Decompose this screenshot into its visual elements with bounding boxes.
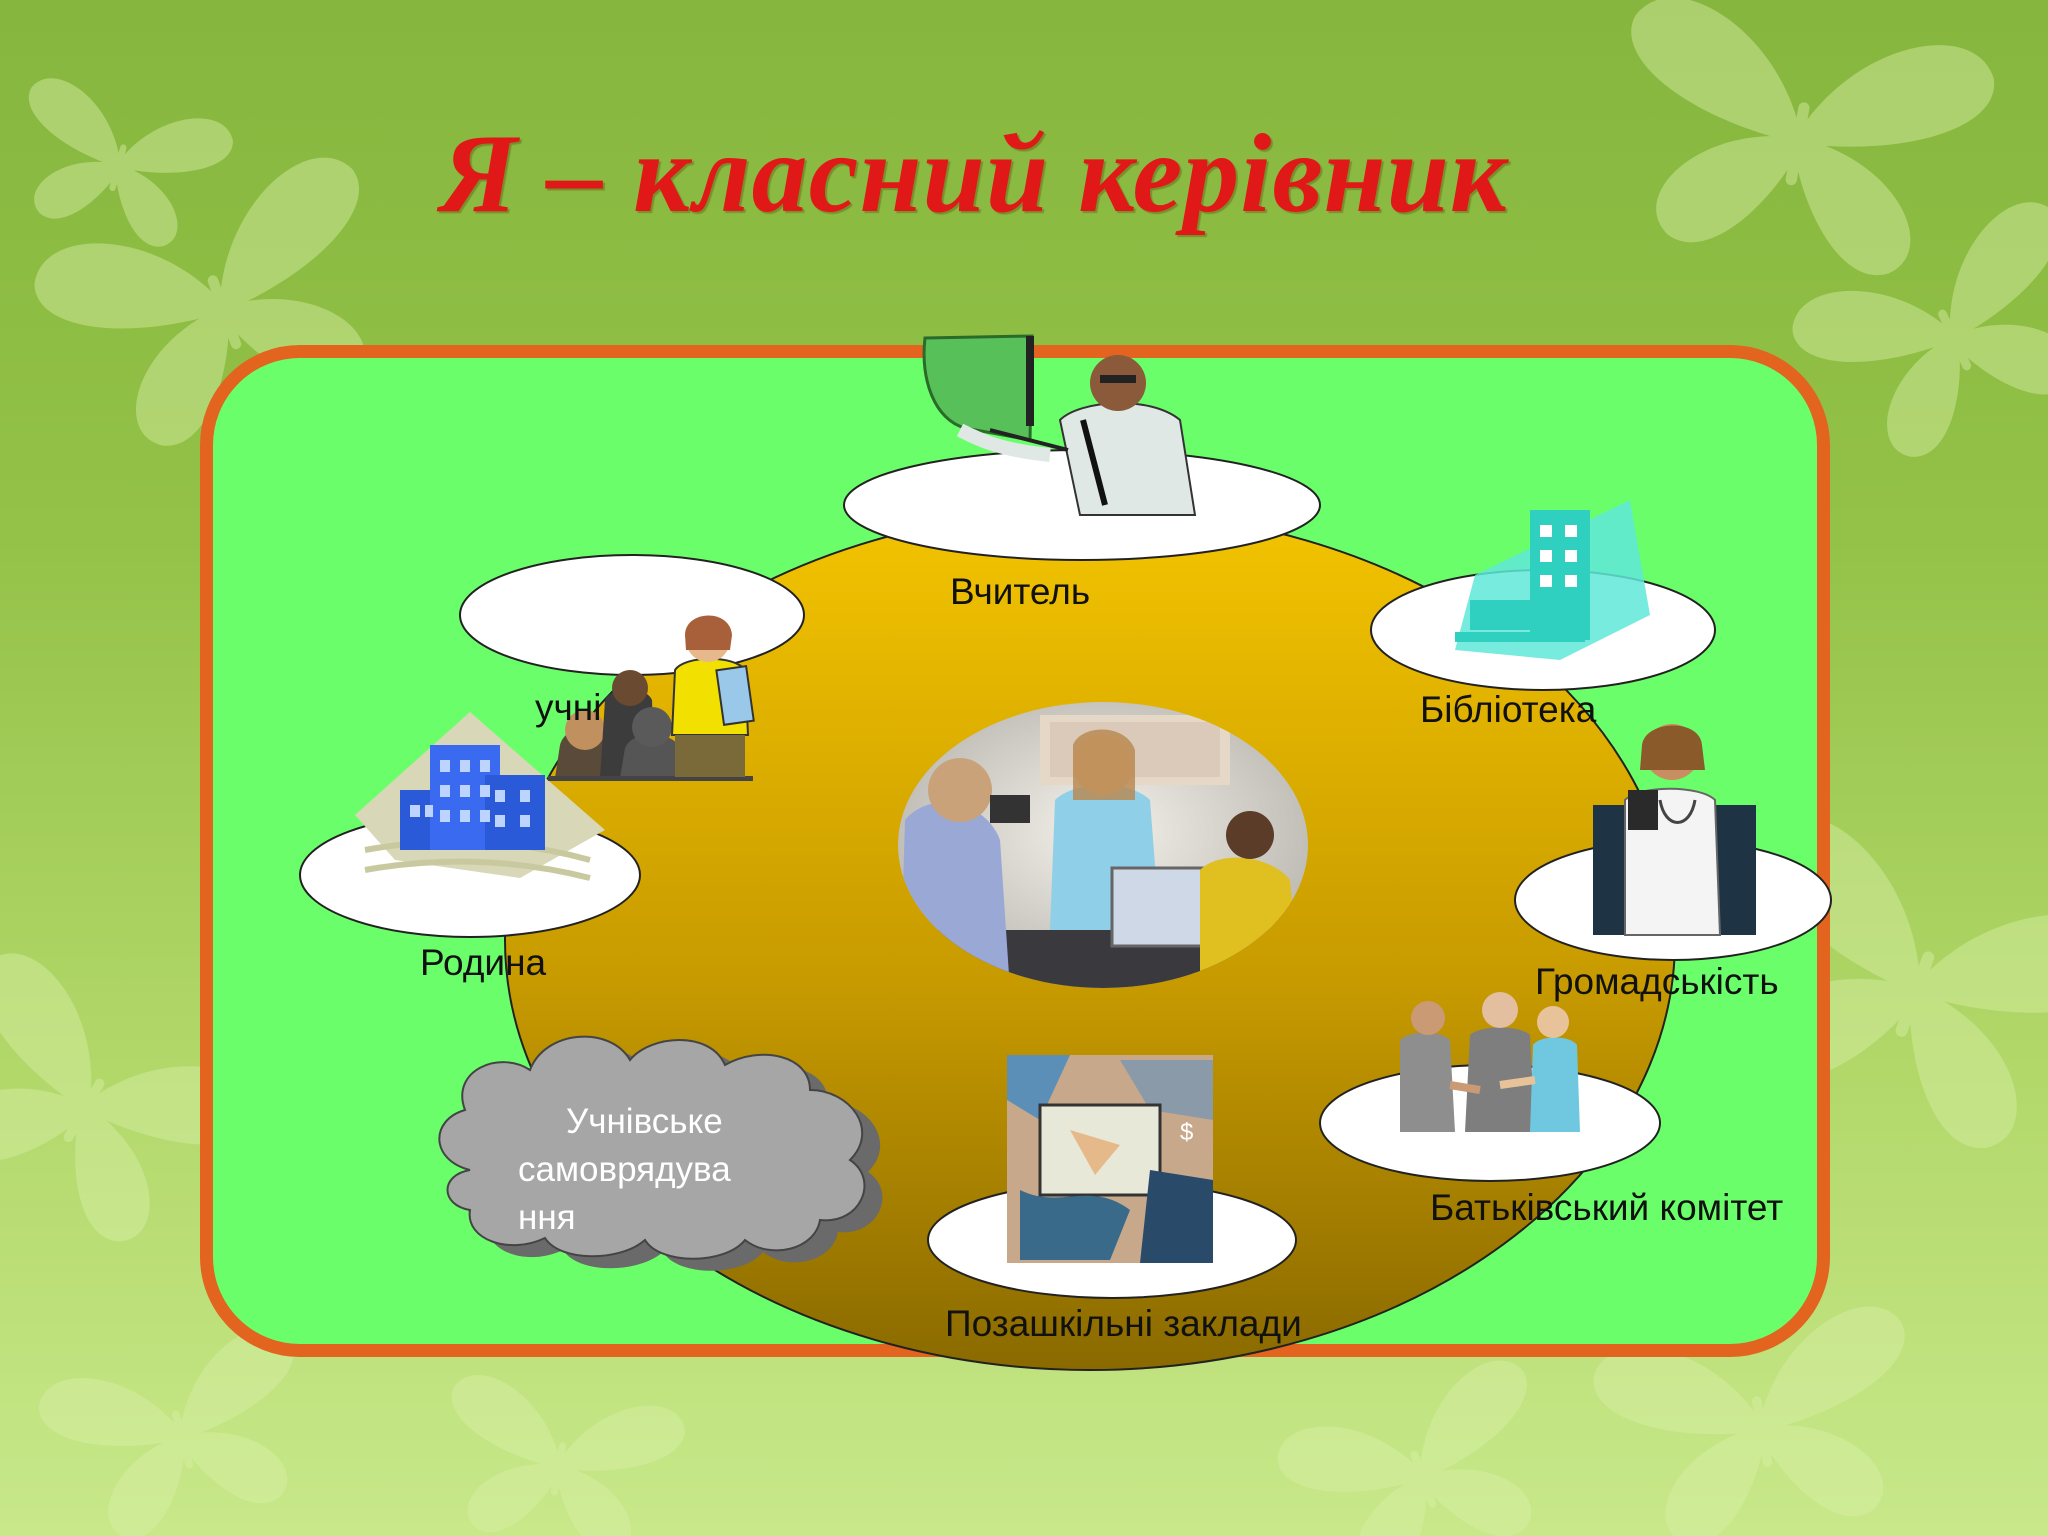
node-label-students: учні — [535, 687, 601, 728]
building-icon — [1455, 500, 1650, 660]
teacher-with-students-icon — [548, 615, 755, 781]
slide-title: Я – класний керівник — [440, 112, 1508, 236]
node-label-extracurricular: Позашкільні заклади — [945, 1303, 1302, 1344]
node-label-community: Громадськість — [1535, 961, 1779, 1002]
city-buildings-icon — [355, 712, 605, 881]
doctor-icon — [1593, 724, 1756, 936]
node-ellipse-students — [459, 554, 805, 676]
handshake-people-icon — [1400, 992, 1580, 1132]
node-label-family: Родина — [420, 942, 547, 983]
cloud-line-3: ння — [518, 1198, 576, 1237]
abstract-computer-icon: $ — [1007, 1055, 1213, 1263]
cloud-line-2: самоврядува — [518, 1150, 731, 1189]
node-label-self-government: Учнівське самоврядува ння — [518, 1098, 788, 1242]
cloud-line-1: Учнівське — [566, 1102, 723, 1141]
node-label-teacher: Вчитель — [950, 571, 1090, 612]
node-label-library: Бібліотека — [1420, 689, 1597, 730]
node-label-parents: Батьківський комітет — [1430, 1187, 1783, 1228]
node-cloud-self-government — [438, 1035, 883, 1271]
teacher-at-board-icon — [922, 334, 1197, 516]
svg-text:$: $ — [1180, 1119, 1193, 1146]
